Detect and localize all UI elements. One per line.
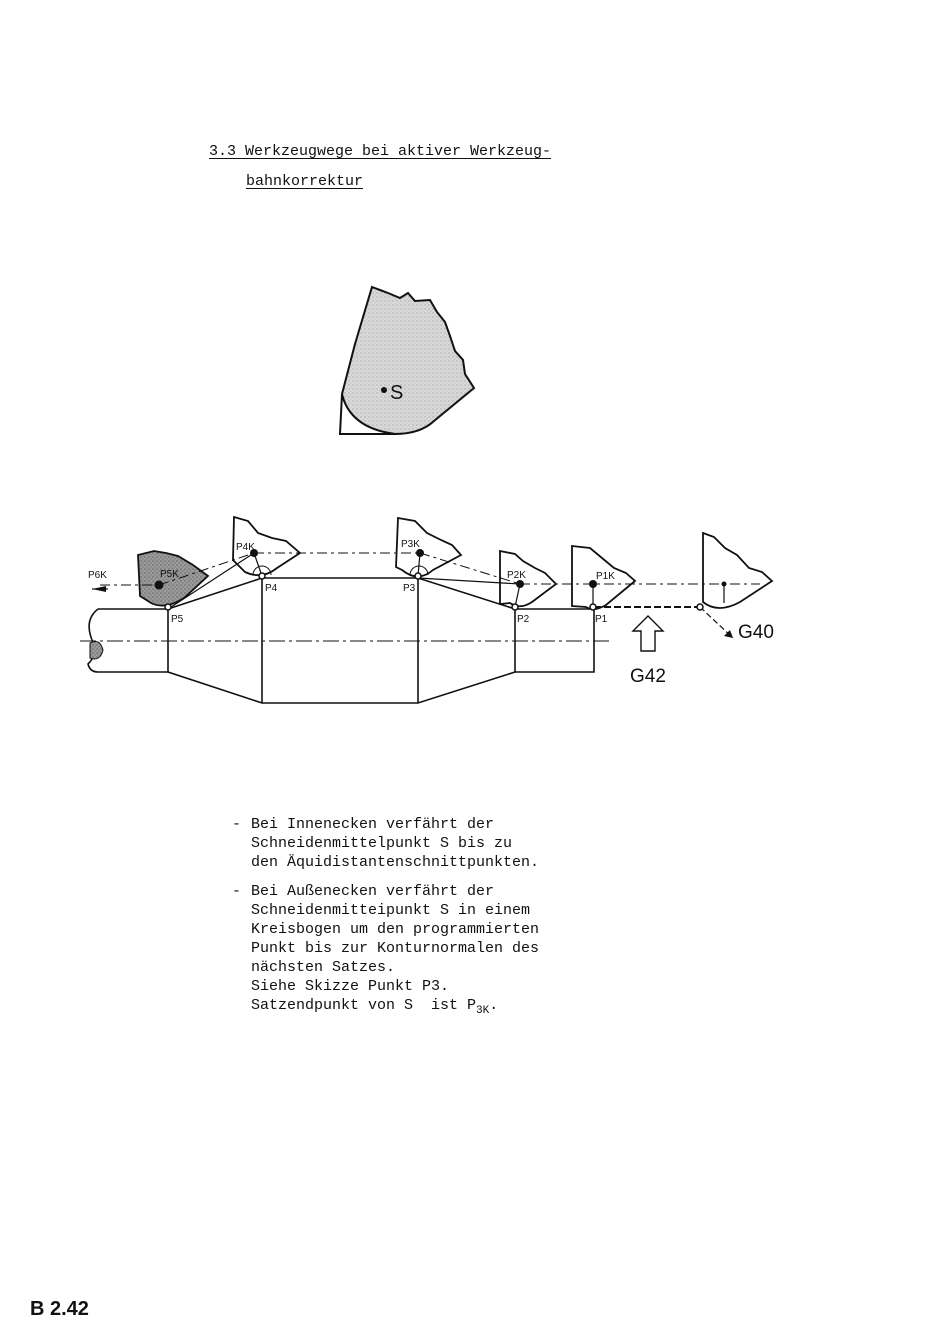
label-p1: P1 (595, 614, 608, 625)
last-prefix: Satzendpunkt von S ist P (251, 997, 477, 1014)
label-p3: P3 (403, 583, 416, 594)
label-p5k: P5K (160, 569, 179, 580)
bullet-line: nächsten Satzes. (251, 959, 396, 976)
cutting-insert-large: S (338, 285, 476, 436)
label-p4: P4 (265, 583, 278, 594)
bullet-line: Bei Außenecken verfährt der (251, 883, 495, 900)
label-g40: G40 (738, 622, 774, 643)
last-subscript: 3K (476, 1005, 490, 1017)
label-p6k: P6K (88, 570, 107, 581)
bullet-outer-corners: - Bei Außenecken verfährt der Schneidenm… (232, 882, 692, 1021)
heading-line-1: 3.3 Werkzeugwege bei aktiver Werkzeug- (209, 143, 552, 160)
label-p4k: P4K (236, 542, 255, 553)
label-p2: P2 (517, 614, 530, 625)
bullet-line-last: Satzendpunkt von S ist P3K. (251, 996, 539, 1021)
label-p1k: P1K (596, 571, 615, 582)
path-points (154, 549, 727, 590)
bullet-line: Bei Innenecken verfährt der (251, 816, 495, 833)
bullet-line: Schneidenmittelpunkt S bis zu (251, 835, 513, 852)
bullet-line: Punkt bis zur Konturnormalen des (251, 940, 540, 957)
label-p2k: P2K (507, 570, 526, 581)
tool-inserts (137, 515, 774, 610)
workpiece-end-hatch (89, 641, 104, 660)
last-suffix: . (489, 997, 499, 1014)
g42-arrow-icon (631, 615, 665, 652)
insert-label-s: S (390, 382, 403, 404)
bullet-dash: - (232, 816, 242, 833)
heading-line-2: bahnkorrektur (246, 173, 364, 190)
tool-path-figure: S (80, 285, 774, 704)
bullet-line: Schneidenmitteipunkt S in einem (251, 902, 531, 919)
bullet-line: Siehe Skizze Punkt P3. (251, 978, 450, 995)
page-number: B 2.42 (30, 1298, 89, 1320)
label-g42: G42 (630, 666, 666, 687)
label-p3k: P3K (401, 539, 420, 550)
bullet-line: den Äquidistantenschnittpunkten. (251, 854, 540, 871)
bullet-inner-corners: - Bei Innenecken verfährt der Schneidenm… (232, 815, 692, 872)
section-heading: 3.3 Werkzeugwege bei aktiver Werkzeug- b… (209, 137, 551, 197)
bullet-line: Kreisbogen um den programmierten (251, 921, 540, 938)
contour-points (164, 572, 704, 611)
explanation-list: - Bei Innenecken verfährt der Schneidenm… (232, 815, 692, 1031)
tool-path-lines (100, 552, 760, 639)
bullet-dash: - (232, 883, 242, 900)
label-p5: P5 (171, 614, 184, 625)
g40-arrowhead (724, 630, 733, 638)
